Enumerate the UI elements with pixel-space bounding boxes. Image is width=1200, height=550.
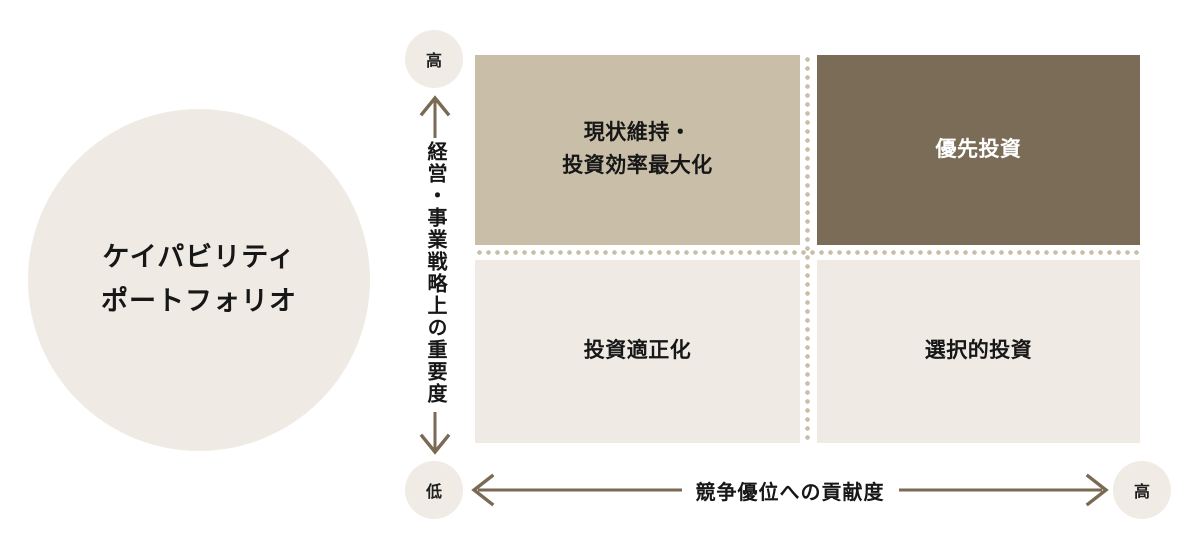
horizontal-axis-high-badge: 高 — [1113, 461, 1171, 519]
quadrant-top-right[interactable]: 優先投資 — [817, 55, 1140, 245]
vertical-axis-high-badge: 高 — [405, 30, 463, 88]
quadrant-bottom-right-label: 選択的投資 — [924, 339, 1033, 363]
quadrant-top-left-line-2: 投資効率最大化 — [562, 154, 713, 177]
quadrant-top-left[interactable]: 現状維持・ 投資効率最大化 — [475, 55, 800, 245]
matrix-vertical-divider — [805, 55, 810, 443]
arrow-up-icon — [419, 95, 451, 138]
title-line-2: ポートフォリオ — [101, 286, 297, 316]
arrow-down-icon — [419, 412, 451, 455]
horizontal-axis-low-badge: 低 — [405, 461, 463, 519]
quadrant-top-right-label: 優先投資 — [935, 137, 1022, 161]
capability-portfolio-title-circle: ケイパビリティ ポートフォリオ — [28, 109, 370, 451]
vertical-axis: 経営・事業戦略上の重要度 — [414, 92, 456, 458]
horizontal-axis-label: 競争優位への貢献度 — [681, 475, 899, 505]
quadrant-bottom-left-label: 投資適正化 — [583, 339, 692, 363]
horizontal-axis-label-wrap: 競争優位への貢献度 — [468, 468, 1112, 512]
capability-portfolio-matrix: 現状維持・ 投資効率最大化 優先投資 投資適正化 選択的投資 — [475, 55, 1140, 443]
quadrant-top-left-label: 現状維持・ 投資効率最大化 — [562, 117, 713, 182]
quadrant-bottom-right[interactable]: 選択的投資 — [817, 260, 1140, 443]
horizontal-axis: 競争優位への貢献度 — [468, 468, 1112, 512]
quadrant-top-left-line-1: 現状維持・ — [583, 121, 692, 145]
vertical-axis-label: 経営・事業戦略上の重要度 — [424, 141, 446, 405]
title-line-1: ケイパビリティ — [102, 242, 296, 273]
quadrant-bottom-left[interactable]: 投資適正化 — [475, 260, 800, 443]
